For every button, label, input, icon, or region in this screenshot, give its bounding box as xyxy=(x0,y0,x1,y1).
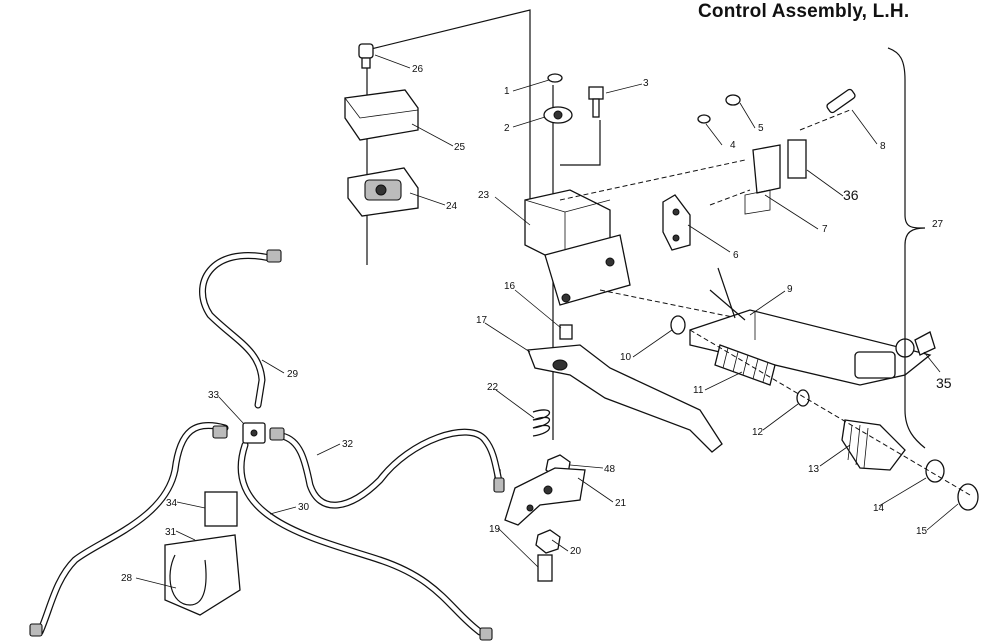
callout-48: 48 xyxy=(604,464,616,475)
callout-19: 19 xyxy=(489,524,501,535)
callout-33: 33 xyxy=(208,390,220,401)
callout-4: 4 xyxy=(730,140,736,151)
callout-25: 25 xyxy=(454,142,466,153)
callout-11: 11 xyxy=(693,385,704,396)
master-cylinder-body xyxy=(524,73,871,440)
callout-3: 3 xyxy=(643,78,649,89)
callout-27: 27 xyxy=(932,219,944,230)
callout-2: 2 xyxy=(504,123,510,134)
callout-5: 5 xyxy=(758,123,764,134)
callout-32: 32 xyxy=(342,439,354,450)
callout-22: 22 xyxy=(487,382,499,393)
brake-line-group xyxy=(29,249,505,641)
lever-bracket-group xyxy=(494,467,586,582)
callout-labels: 1 2 3 4 5 6 7 8 9 10 11 12 13 14 15 16 1… xyxy=(121,64,952,584)
throttle-housing-group xyxy=(689,267,936,386)
callout-7: 7 xyxy=(822,224,828,235)
diagram-title: Control Assembly, L.H. xyxy=(698,1,910,22)
callout-26: 26 xyxy=(412,64,424,75)
group-bracket-27 xyxy=(887,47,926,449)
callout-17: 17 xyxy=(476,315,488,326)
callout-20: 20 xyxy=(570,546,582,557)
callout-1: 1 xyxy=(504,86,510,97)
callout-24: 24 xyxy=(446,201,458,212)
callout-35: 35 xyxy=(936,375,952,391)
callout-9: 9 xyxy=(787,284,793,295)
callout-31: 31 xyxy=(165,527,177,538)
callout-14: 14 xyxy=(873,503,885,514)
callout-16: 16 xyxy=(504,281,516,292)
callout-29: 29 xyxy=(287,369,299,380)
callout-36: 36 xyxy=(843,187,859,203)
callout-12: 12 xyxy=(752,427,764,438)
callout-13: 13 xyxy=(808,464,820,475)
callout-leaders xyxy=(135,54,959,589)
handlebar-grip-group xyxy=(670,315,979,511)
callout-28: 28 xyxy=(121,573,133,584)
callout-30: 30 xyxy=(298,502,310,513)
callout-23: 23 xyxy=(478,190,490,201)
reservoir-cap-group xyxy=(344,9,531,265)
callout-6: 6 xyxy=(733,250,739,261)
brake-lever-group xyxy=(527,324,723,479)
callout-15: 15 xyxy=(916,526,928,537)
callout-10: 10 xyxy=(620,352,632,363)
switch-bracket-group xyxy=(662,88,856,251)
callout-34: 34 xyxy=(166,498,178,509)
callout-21: 21 xyxy=(615,498,627,509)
callout-8: 8 xyxy=(880,141,886,152)
